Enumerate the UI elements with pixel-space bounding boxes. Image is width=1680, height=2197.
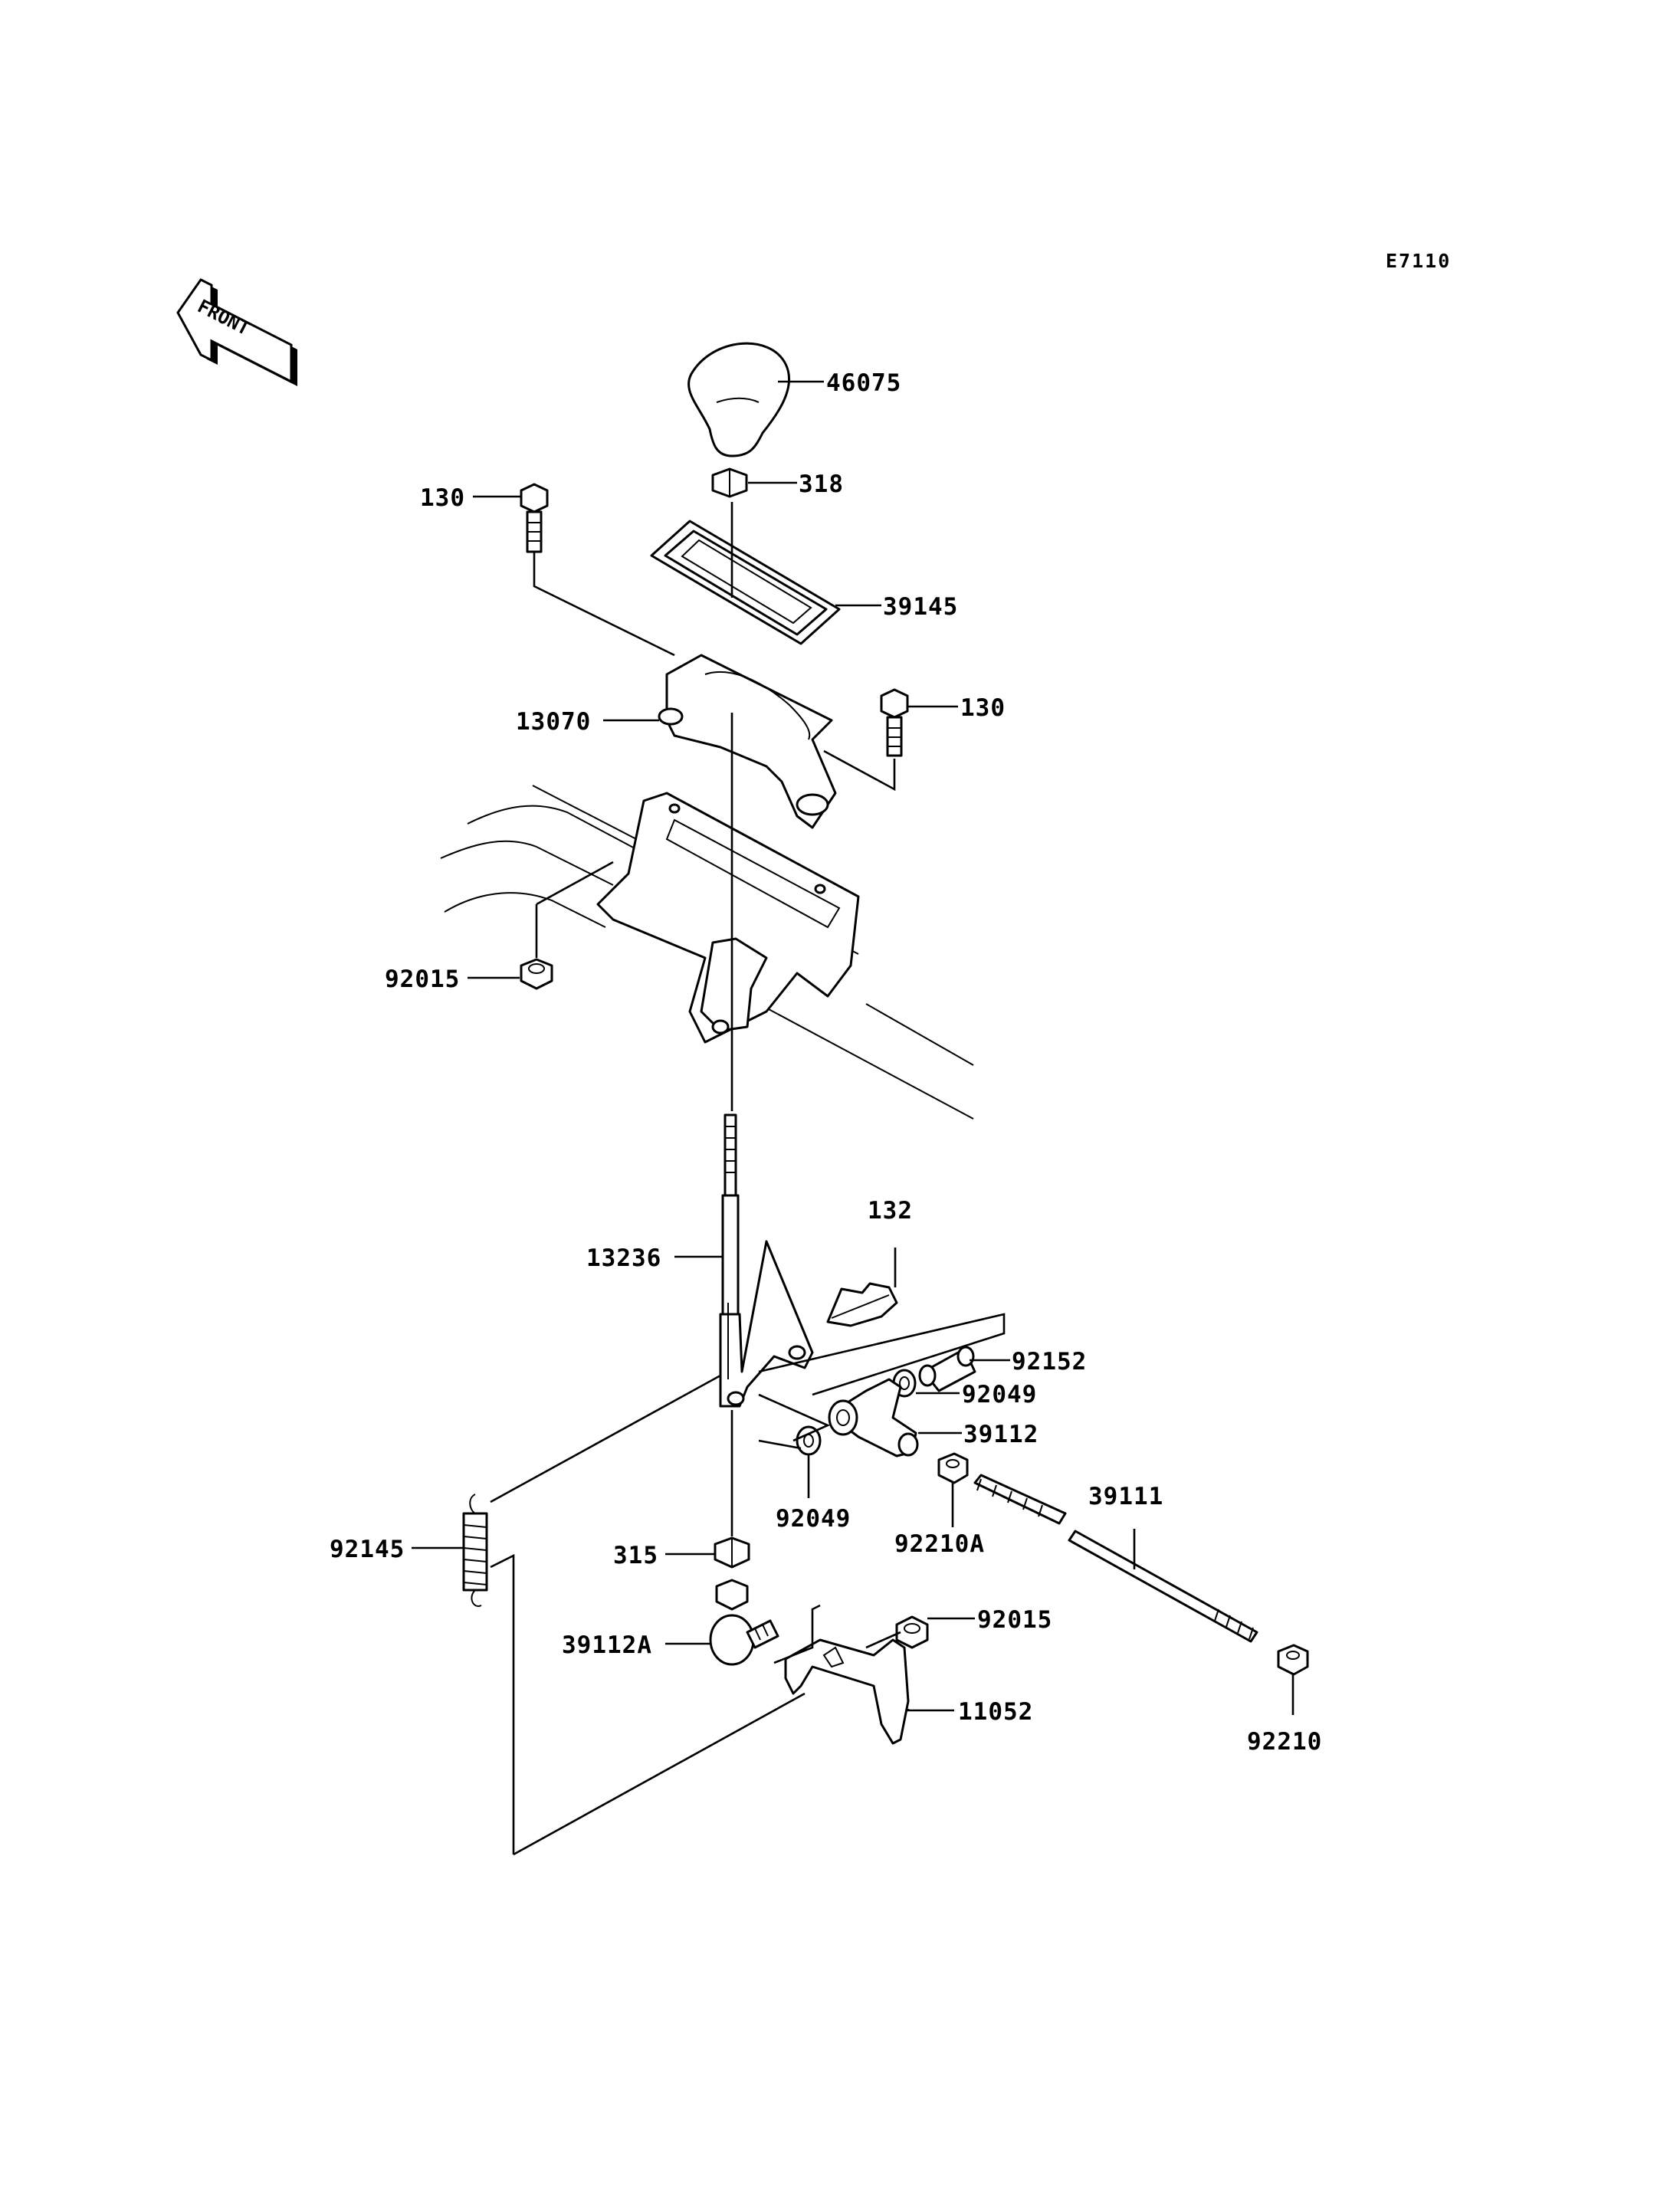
nut-92015-bottom bbox=[895, 1615, 929, 1649]
spring-92145 bbox=[462, 1494, 488, 1607]
shift-knob-46075 bbox=[687, 342, 790, 457]
callout-11052: 11052 bbox=[958, 1698, 1033, 1726]
callout-92015-bottom: 92015 bbox=[977, 1606, 1052, 1634]
shift-plate-39145 bbox=[650, 520, 841, 645]
callout-13236: 13236 bbox=[586, 1244, 661, 1272]
callout-92049-left: 92049 bbox=[776, 1505, 851, 1533]
bolt-132 bbox=[826, 1282, 898, 1327]
leader-lines bbox=[490, 502, 1006, 1856]
callout-92152: 92152 bbox=[1012, 1348, 1087, 1376]
callout-130-top: 130 bbox=[420, 484, 465, 512]
callout-92145: 92145 bbox=[330, 1536, 405, 1563]
shift-console-13070 bbox=[658, 654, 837, 829]
nut-92015-top bbox=[520, 958, 553, 990]
diagram-code: E7110 bbox=[1386, 250, 1451, 272]
callout-39112: 39112 bbox=[963, 1421, 1039, 1448]
bolt-130-right bbox=[880, 688, 909, 757]
callout-92049-right: 92049 bbox=[962, 1381, 1037, 1408]
front-direction-arrow-icon: FRONT bbox=[176, 278, 297, 386]
callout-92015-top: 92015 bbox=[385, 966, 460, 993]
nut-92210 bbox=[1277, 1644, 1309, 1676]
callout-92210A: 92210A bbox=[894, 1530, 985, 1558]
nut-318 bbox=[711, 467, 748, 498]
callout-46075: 46075 bbox=[826, 369, 901, 397]
link-joint-39112 bbox=[828, 1378, 919, 1458]
callout-130-right: 130 bbox=[960, 694, 1006, 722]
nut-315 bbox=[714, 1536, 750, 1569]
mounting-bracket-frame bbox=[440, 785, 974, 1120]
callout-39145: 39145 bbox=[883, 593, 958, 621]
callout-318: 318 bbox=[799, 471, 844, 498]
callout-92210: 92210 bbox=[1247, 1728, 1322, 1756]
callout-132: 132 bbox=[868, 1197, 913, 1225]
callout-315: 315 bbox=[613, 1542, 658, 1569]
callout-39111: 39111 bbox=[1088, 1483, 1163, 1510]
callouts: 46075 318 130 39145 130 13070 92015 132 … bbox=[330, 369, 1322, 1756]
bolt-130-left bbox=[520, 483, 549, 553]
callout-39112A: 39112A bbox=[562, 1631, 652, 1659]
ball-joint-39112A bbox=[709, 1579, 779, 1666]
sleeve-92152 bbox=[918, 1346, 976, 1392]
shift-lever-13236 bbox=[719, 1113, 814, 1408]
rod-39111 bbox=[973, 1474, 1258, 1643]
nut-92210A bbox=[937, 1452, 969, 1484]
bracket-11052 bbox=[784, 1638, 910, 1745]
callout-13070: 13070 bbox=[516, 708, 591, 736]
